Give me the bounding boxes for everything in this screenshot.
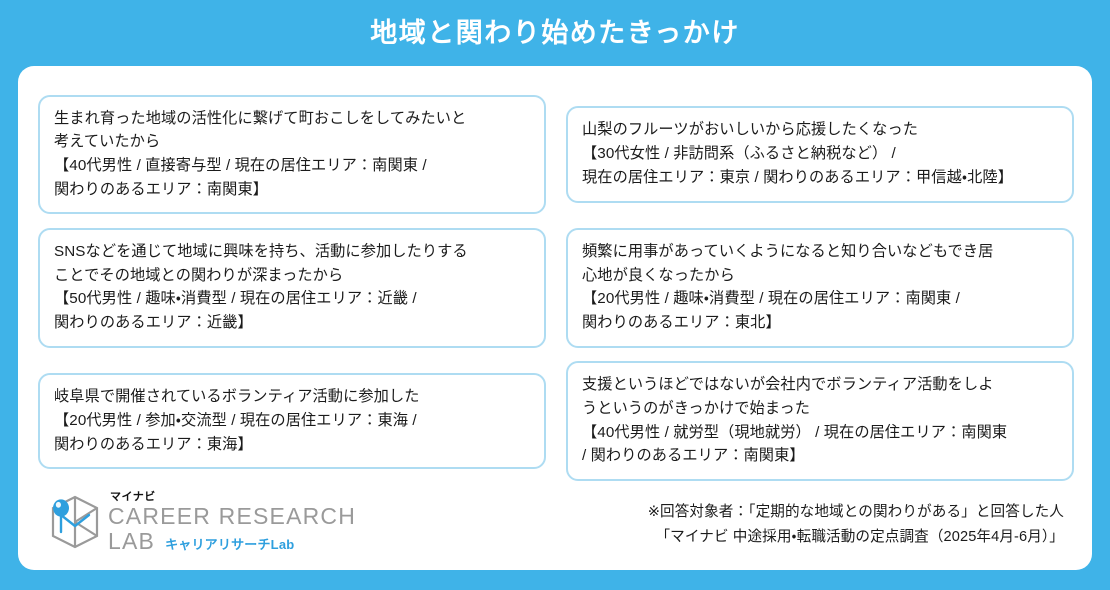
- quote-card-text: 岐阜県で開催されているボランティア活動に参加した 【20代男性 / 参加・交流型…: [54, 388, 420, 453]
- quote-card-text: 山梨のフルーツがおいしいから応援したくなった 【30代女性 / 非訪問系（ふるさ…: [582, 121, 1013, 186]
- logo-lab-text: LAB: [108, 527, 156, 554]
- career-research-lab-logo: マイナビ CAREER RESEARCH LAB キャリアリサーチLab: [44, 491, 356, 553]
- quote-card: 生まれ育った地域の活性化に繋げて町おこしをしてみたいと 考えていたから 【40代…: [38, 94, 546, 215]
- title-bar: 地域と関わり始めたきっかけ: [0, 0, 1110, 66]
- card-slot-right-1: 山梨のフルーツがおいしいから応援したくなった 【30代女性 / 非訪問系（ふるさ…: [566, 88, 1074, 221]
- logo-wordmark: マイナビ CAREER RESEARCH LAB キャリアリサーチLab: [108, 491, 356, 553]
- quote-card: 山梨のフルーツがおいしいから応援したくなった 【30代女性 / 非訪問系（ふるさ…: [566, 106, 1074, 203]
- quote-card-text: 生まれ育った地域の活性化に繋げて町おこしをしてみたいと 考えていたから 【40代…: [54, 109, 467, 198]
- logo-lab-row: LAB キャリアリサーチLab: [108, 527, 356, 554]
- footer: マイナビ CAREER RESEARCH LAB キャリアリサーチLab ※回答…: [38, 484, 1074, 564]
- quote-card: 頻繁に用事があっていくようになると知り合いなどもでき居 心地が良くなったから 【…: [566, 227, 1074, 348]
- source-notes: ※回答対象者：「定期的な地域との関わりがある」と回答した人 「マイナビ 中途採用…: [648, 500, 1064, 551]
- mynavi-cube-logo-icon: [44, 491, 106, 553]
- quote-card: SNSなどを通じて地域に興味を持ち、活動に参加したりする ことでその地域との関わ…: [38, 227, 546, 348]
- card-slot-right-3: 支援というほどではないが会社内でボランティア活動をしよ うというのがきっかけで始…: [566, 355, 1074, 488]
- card-slot-left-1: 生まれ育った地域の活性化に繋げて町おこしをしてみたいと 考えていたから 【40代…: [38, 88, 546, 221]
- note-survey-source: 「マイナビ 中途採用・転職活動の定点調査（2025年4月-6月）」: [655, 529, 1064, 546]
- card-slot-left-3: 岐阜県で開催されているボランティア活動に参加した 【20代男性 / 参加・交流型…: [38, 355, 546, 488]
- quote-card-text: 頻繁に用事があっていくようになると知り合いなどもでき居 心地が良くなったから 【…: [582, 242, 994, 332]
- quote-card: 岐阜県で開催されているボランティア活動に参加した 【20代男性 / 参加・交流型…: [38, 373, 546, 470]
- page-title: 地域と関わり始めたきっかけ: [370, 17, 740, 48]
- logo-japanese-text: キャリアリサーチLab: [165, 536, 295, 552]
- quote-card-grid: 生まれ育った地域の活性化に繋げて町おこしをしてみたいと 考えていたから 【40代…: [38, 88, 1074, 488]
- quote-card-text: SNSなどを通じて地域に興味を持ち、活動に参加したりする ことでその地域との関わ…: [54, 242, 468, 332]
- note-respondents: ※回答対象者：「定期的な地域との関わりがある」と回答した人: [647, 504, 1064, 520]
- quote-card: 支援というほどではないが会社内でボランティア活動をしよ うというのがきっかけで始…: [566, 361, 1074, 482]
- quote-card-text: 支援というほどではないが会社内でボランティア活動をしよ うというのがきっかけで始…: [582, 376, 1008, 465]
- card-slot-right-2: 頻繁に用事があっていくようになると知り合いなどもでき居 心地が良くなったから 【…: [566, 221, 1074, 354]
- logo-career-research-text: CAREER RESEARCH: [108, 503, 357, 530]
- content-panel: 生まれ育った地域の活性化に繋げて町おこしをしてみたいと 考えていたから 【40代…: [18, 66, 1092, 570]
- logo-mynavi-text: マイナビ: [110, 491, 156, 504]
- card-slot-left-2: SNSなどを通じて地域に興味を持ち、活動に参加したりする ことでその地域との関わ…: [38, 221, 546, 354]
